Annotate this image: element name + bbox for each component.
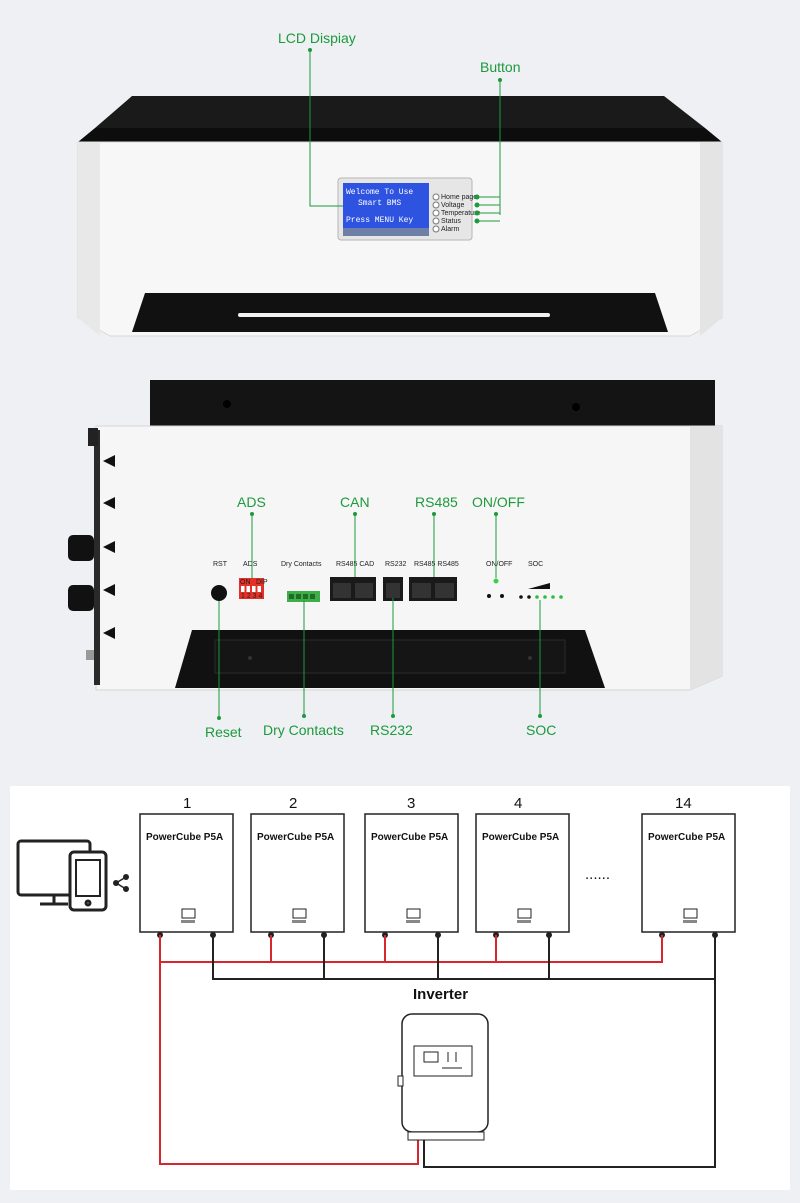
unit-label-14: PowerCube P5A xyxy=(648,832,725,843)
button-label-status: Status xyxy=(441,218,461,225)
battery-front-view: Welcome To Use Smart BMS Press MENU Key … xyxy=(77,30,723,337)
dip-on-label: ON xyxy=(240,579,251,586)
button-label-voltage: Voltage xyxy=(441,202,464,209)
reset-button[interactable] xyxy=(211,585,227,601)
callout-button: Button xyxy=(480,59,520,75)
label-soc: SOC xyxy=(528,561,543,568)
inverter: Inverter xyxy=(397,986,489,1141)
callout-dry-contacts: Dry Contacts xyxy=(263,722,344,738)
unit-number-2: 2 xyxy=(289,795,297,812)
battery-unit-2: 2 PowerCube P5A xyxy=(250,795,345,938)
label-rst: RST xyxy=(213,561,228,568)
label-rs485-rs485: RS485 RS485 xyxy=(414,561,459,568)
callout-rs485: RS485 xyxy=(415,494,458,510)
unit-label-1: PowerCube P5A xyxy=(146,832,223,843)
label-ads: ADS xyxy=(243,561,258,568)
callout-soc: SOC xyxy=(526,722,556,738)
callout-rs232: RS232 xyxy=(370,722,413,738)
label-onoff: ON/OFF xyxy=(486,561,512,568)
positive-wiring xyxy=(159,935,663,1165)
negative-wiring xyxy=(212,935,716,1168)
unit-label-2: PowerCube P5A xyxy=(257,832,334,843)
lcd-line-3: Press MENU Key xyxy=(346,216,413,225)
unit-number-1: 1 xyxy=(183,795,191,812)
unit-number-3: 3 xyxy=(407,795,415,812)
callout-lcd-display: LCD Dispiay xyxy=(278,30,356,46)
callout-ads: ADS xyxy=(237,494,266,510)
button-label-alarm: Alarm xyxy=(441,226,459,233)
inverter-label: Inverter xyxy=(413,986,468,1003)
dip-dip-label: DIP xyxy=(256,579,268,586)
battery-unit-3: 3 PowerCube P5A xyxy=(364,795,459,938)
dip-numbers: 1 2 3 4 xyxy=(241,593,263,600)
unit-number-14: 14 xyxy=(675,795,692,812)
wiring-svg: 1 PowerCube P5A 2 PowerCube P5A 3 PowerC… xyxy=(16,795,736,1168)
product-photos-panel: Welcome To Use Smart BMS Press MENU Key … xyxy=(0,0,800,758)
label-dry-contacts: Dry Contacts xyxy=(281,561,322,568)
unit-label-3: PowerCube P5A xyxy=(371,832,448,843)
share-icon xyxy=(113,874,129,892)
wiring-diagram: 1 PowerCube P5A 2 PowerCube P5A 3 PowerC… xyxy=(10,786,790,1190)
monitor-phone-icon xyxy=(16,839,108,912)
product-photos-svg: Welcome To Use Smart BMS Press MENU Key … xyxy=(68,30,723,740)
button-label-home: Home page xyxy=(441,194,477,201)
ads-dip-switch[interactable] xyxy=(239,578,264,599)
lcd-line-2: Smart BMS xyxy=(358,199,401,208)
units-ellipsis: ...... xyxy=(585,866,610,883)
button-label-temperature: Temperature xyxy=(441,210,480,217)
battery-side-view: RST ADS Dry Contacts RS485 CAD RS232 RS4… xyxy=(68,380,723,740)
lcd-buttons[interactable]: Home page Voltage Temperature Status Ala… xyxy=(432,193,480,233)
battery-unit-4: 4 PowerCube P5A xyxy=(475,795,570,938)
lcd-line-1: Welcome To Use xyxy=(346,188,413,197)
battery-unit-14: 14 PowerCube P5A xyxy=(641,795,736,938)
unit-label-4: PowerCube P5A xyxy=(482,832,559,843)
callout-reset: Reset xyxy=(205,724,242,740)
battery-unit-1: 1 PowerCube P5A xyxy=(139,795,234,938)
callout-onoff: ON/OFF xyxy=(472,494,525,510)
unit-number-4: 4 xyxy=(514,795,522,812)
label-rs232: RS232 xyxy=(385,561,407,568)
callout-can: CAN xyxy=(340,494,370,510)
